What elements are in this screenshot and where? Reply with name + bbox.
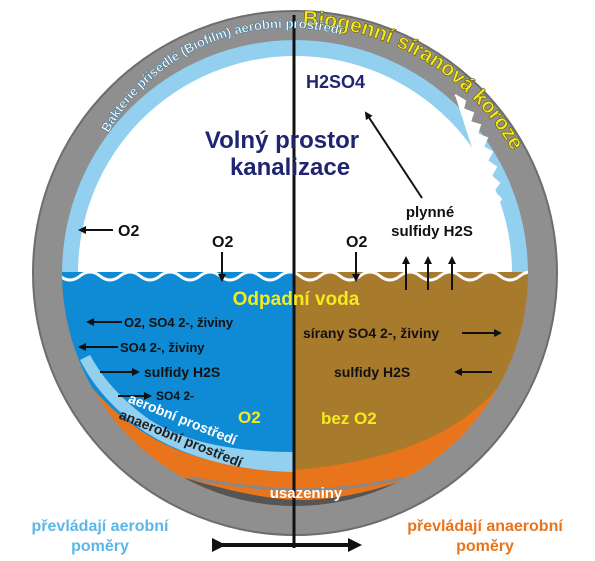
footer-left-line-1: převládají aerobní [31,518,169,535]
footer-right-line-2: poměry [456,538,514,555]
o2-mid-right: O2 [346,234,367,251]
right-zone: bez O2 [321,409,377,428]
water-surface [62,270,528,282]
left-label-4: SO4 2- [156,389,194,403]
corrosion-edge [454,94,504,223]
h2so4-arrow [364,111,423,199]
footer-right: převládají anaerobní poměry [375,517,595,557]
left-label-3: sulfidy H2S [144,364,220,380]
space-title-1: Volný prostor [205,127,359,154]
wastewater-label: Odpadní voda [233,289,360,310]
gas-line-2: sulfidy H2S [391,223,473,240]
left-label-2: SO4 2-, živiny [120,340,205,355]
o2-mid-left: O2 [212,234,233,251]
gas-line-1: plynné [406,204,454,221]
aerobic-env-band [80,355,294,472]
footer-left: převládají aerobní poměry [0,517,200,557]
right-label-2: sulfidy H2S [334,364,410,380]
space-title-2: kanalizace [230,154,350,181]
h2so4-label: H2SO4 [306,72,365,92]
right-label-1: sírany SO4 2-, živiny [303,325,439,341]
left-label-1: O2, SO4 2-, živiny [124,315,234,330]
footer-left-line-2: poměry [71,538,129,555]
footer-right-line-1: převládají anaerobní [407,518,563,535]
sediment-label: usazeniny [270,485,343,502]
o2-left: O2 [118,223,139,240]
left-zone: O2 [238,408,261,427]
anaerobic-water [294,272,528,470]
